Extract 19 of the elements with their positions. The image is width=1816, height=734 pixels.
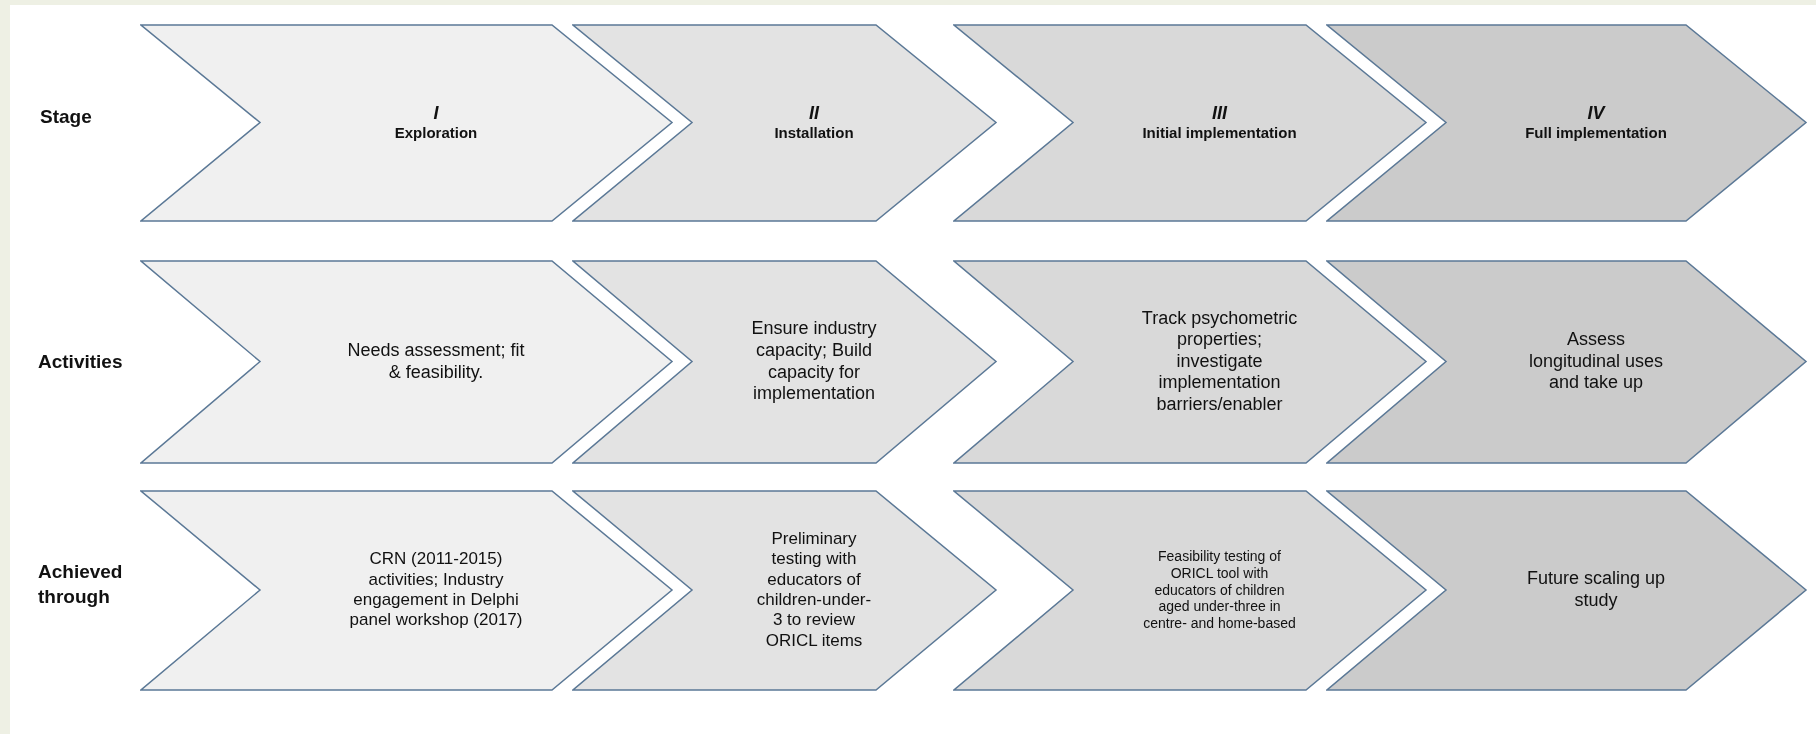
stage-numeral: III bbox=[1212, 102, 1227, 125]
stage-name: Exploration bbox=[394, 124, 478, 143]
stage-numeral: IV bbox=[1587, 102, 1605, 125]
row-label: Activities bbox=[38, 350, 124, 374]
stage-numeral: I bbox=[433, 102, 439, 125]
chevron-text: Track psychometric properties; investigate implementation barriers/enabler bbox=[1140, 307, 1299, 416]
chevron-text: CRN (2011-2015) activities; Industry engagement in Delphi panel workshop (2017) bbox=[348, 549, 524, 631]
row-label: Achieved through bbox=[38, 560, 124, 609]
chevron-text: Ensure industry capacity; Build capacity for implementation bbox=[750, 318, 878, 405]
row-label: Stage bbox=[40, 105, 93, 129]
chevron-text: Preliminary testing with educators of children-under-3 to review ORICL items bbox=[755, 528, 873, 652]
chevron-text: Needs assessment; fit & feasibility. bbox=[346, 339, 526, 384]
stage-name: Initial implementation bbox=[1142, 124, 1297, 143]
chevron-text: Feasibility testing of ORICL tool with educators of children aged under-three in centre- and home-based bbox=[1142, 548, 1297, 632]
stage-name: Installation bbox=[774, 124, 854, 143]
stage-name: Full implementation bbox=[1525, 124, 1667, 143]
chevron-text: Assess longitudinal uses and take up bbox=[1527, 329, 1665, 394]
stage-numeral: II bbox=[809, 102, 819, 125]
chevron-text: Future scaling up study bbox=[1525, 568, 1667, 612]
